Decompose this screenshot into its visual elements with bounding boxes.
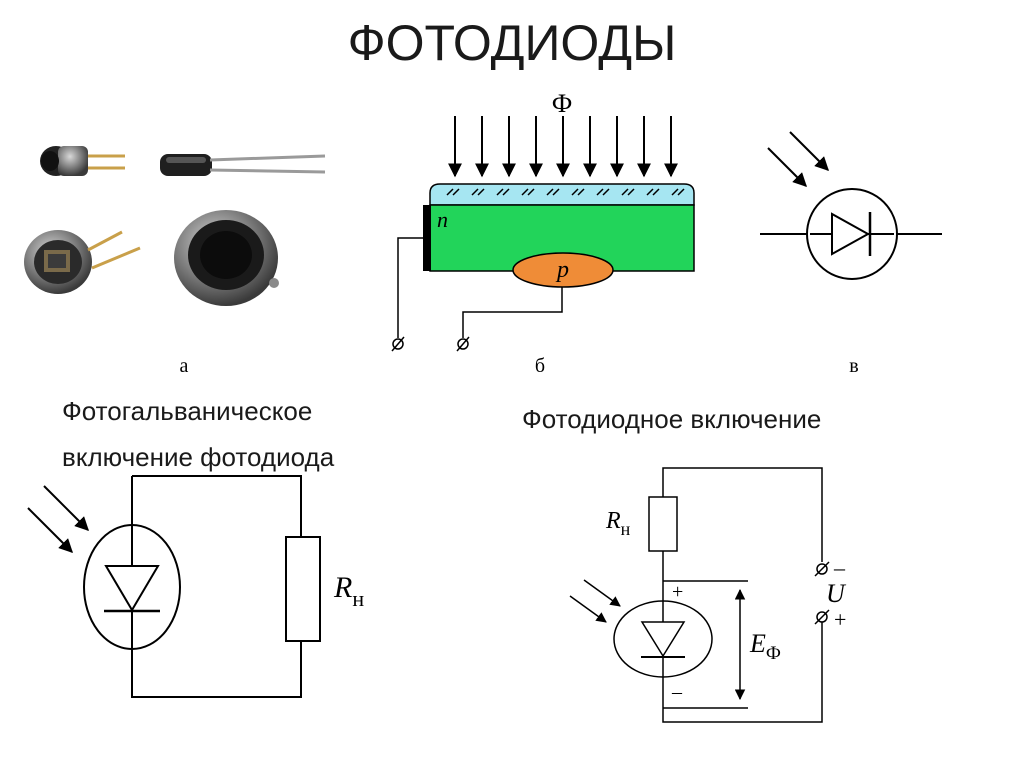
p-region bbox=[512, 252, 614, 288]
p-label: p bbox=[555, 257, 569, 283]
slide-title: ФОТОДИОДЫ bbox=[347, 15, 677, 71]
photodiode-symbol bbox=[760, 131, 942, 280]
flux-label: Ф bbox=[552, 89, 573, 118]
cross-section-leads bbox=[397, 237, 563, 338]
photogalvanic-load-label: Rн bbox=[333, 571, 364, 611]
photodiode-packages-photo bbox=[24, 146, 326, 306]
terminal-left bbox=[391, 336, 405, 352]
light-flux-arrows bbox=[448, 116, 678, 178]
photogalvanic-load-resistor bbox=[285, 536, 321, 642]
photodiode-mode-caption: Фотодиодное включение bbox=[522, 404, 822, 434]
n-contact bbox=[423, 205, 431, 271]
diode-minus-sign: – bbox=[671, 681, 683, 703]
photogalvanic-caption-line2: включение фотодиода bbox=[62, 442, 335, 472]
photogalvanic-caption-line1: Фотогальваническое bbox=[62, 396, 313, 426]
photodiode-mode-load-resistor bbox=[648, 496, 678, 552]
emf-label: EФ bbox=[749, 629, 781, 664]
large-lens-package-icon bbox=[174, 210, 279, 306]
photodiode-mode-circuit: Rн + – EФ – U + bbox=[569, 467, 847, 723]
photodiode-cross-section: Ф bbox=[391, 89, 695, 352]
photogalvanic-circuit: Rн bbox=[27, 475, 364, 698]
diode-plus-sign: + bbox=[672, 581, 683, 603]
panel-label-b: б bbox=[535, 355, 545, 377]
voltage-minus-sign: – bbox=[833, 555, 846, 580]
voltage-plus-sign: + bbox=[834, 607, 846, 632]
photogalvanic-caption: Фотогальваническое включение фотодиода bbox=[62, 388, 334, 480]
terminal-right bbox=[456, 336, 470, 352]
panel-label-v: в bbox=[849, 355, 858, 377]
small-package-icon bbox=[40, 146, 125, 176]
n-label: n bbox=[437, 207, 448, 232]
window-hatching bbox=[446, 188, 685, 196]
cylinder-package-icon bbox=[160, 154, 326, 176]
voltage-terminal-minus bbox=[814, 561, 830, 577]
to-can-package-icon bbox=[24, 230, 141, 294]
voltage-terminal-plus bbox=[814, 609, 830, 625]
voltage-label: U bbox=[826, 579, 847, 608]
photodiode-mode-load-label: Rн bbox=[605, 508, 631, 539]
panel-label-a: а bbox=[180, 355, 189, 377]
